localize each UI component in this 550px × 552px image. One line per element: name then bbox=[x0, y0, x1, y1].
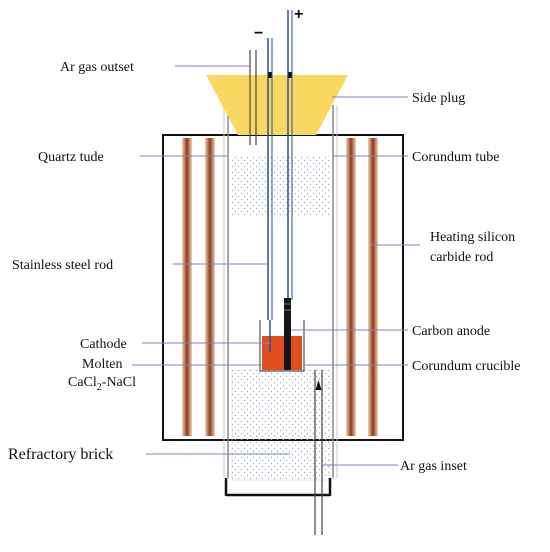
heating-rods-right bbox=[346, 138, 378, 436]
anode-lead bbox=[287, 10, 293, 300]
corundum-crucible bbox=[259, 320, 305, 372]
label-heating-rod-line1: Heating silicon bbox=[430, 230, 515, 245]
label-corundum-crucible: Corundum crucible bbox=[412, 359, 520, 374]
refractory-brick bbox=[231, 369, 331, 481]
side-plug bbox=[206, 75, 348, 135]
label-heating-rod-line2: carbide rod bbox=[430, 250, 493, 265]
label-carbon-anode: Carbon anode bbox=[412, 324, 490, 339]
quartz-tube bbox=[223, 105, 338, 478]
label-ar-gas-inset: Ar gas inset bbox=[400, 459, 467, 474]
label-molten-line2: CaCl2-NaCl bbox=[68, 375, 136, 393]
ar-gas-inset-tube bbox=[314, 370, 323, 535]
label-cathode: Cathode bbox=[80, 337, 127, 352]
cathode-lead bbox=[267, 38, 273, 320]
label-side-plug: Side plug bbox=[412, 91, 465, 106]
upper-dotted-zone bbox=[232, 155, 330, 217]
label-refractory-brick: Refractory brick bbox=[8, 446, 113, 463]
label-stainless-steel-rod: Stainless steel rod bbox=[12, 258, 113, 273]
base-plate bbox=[224, 478, 332, 497]
label-quartz-tube: Quartz tude bbox=[38, 150, 104, 165]
negative-terminal-sign: − bbox=[254, 25, 263, 42]
label-ar-gas-outset: Ar gas outset bbox=[60, 60, 134, 75]
leader-lines bbox=[132, 65, 420, 466]
positive-terminal-sign: + bbox=[294, 6, 303, 23]
heating-rods-left bbox=[182, 138, 215, 436]
label-molten-line1: Molten bbox=[82, 357, 122, 372]
carbon-anode bbox=[284, 298, 291, 368]
label-corundum-tube: Corundum tube bbox=[412, 150, 500, 165]
